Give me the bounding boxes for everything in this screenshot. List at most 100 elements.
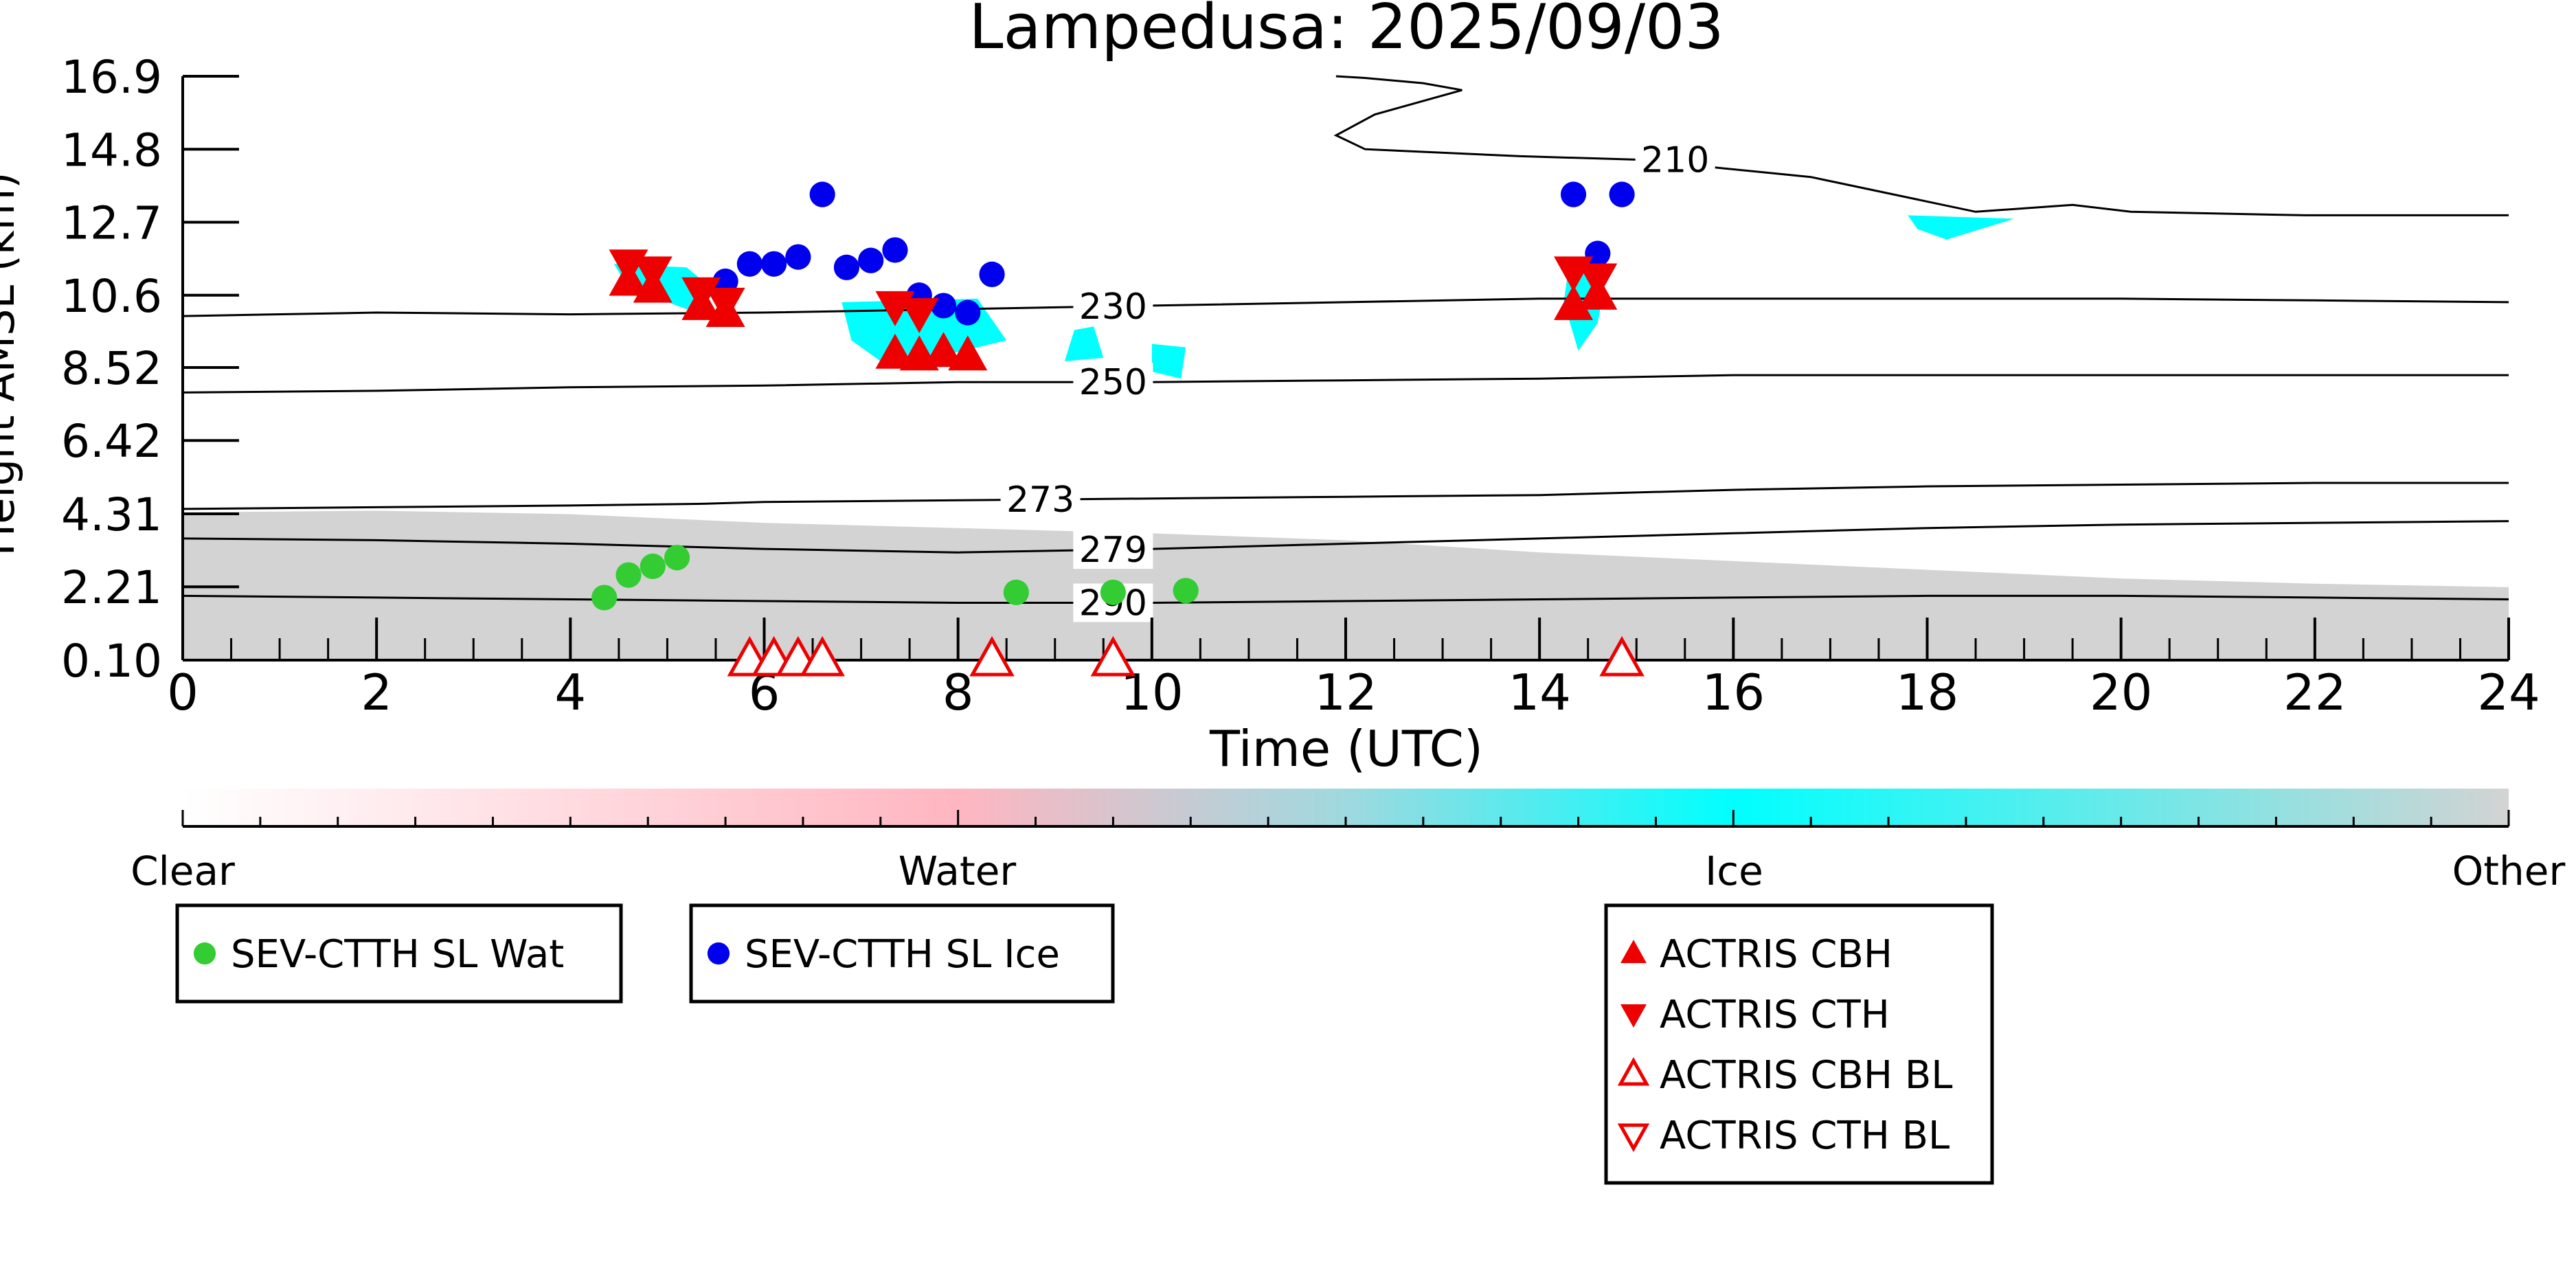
actris-cth-point — [633, 256, 673, 292]
legend-label: ACTRIS CBH — [1660, 932, 1893, 977]
y-tick-label: 2.21 — [61, 561, 162, 614]
y-tick-label: 10.6 — [61, 270, 162, 323]
actris-cth-point — [899, 298, 939, 334]
x-tick-label: 24 — [2477, 664, 2540, 721]
legend-marker — [707, 942, 730, 965]
ice-cloud-region — [1151, 343, 1186, 379]
colorbar-label-ice: Ice — [1705, 848, 1763, 894]
legend-box — [175, 903, 623, 1004]
actris-cbh-point — [1554, 284, 1594, 320]
data-markers — [591, 181, 1645, 677]
ice-cloud-region — [1908, 215, 2015, 240]
sev-ctth-sl-ice-point — [955, 300, 981, 326]
sev-ctth-sl-wat-point — [664, 545, 690, 571]
chart-title: Lampedusa: 2025/09/03 — [969, 0, 1724, 63]
actris-cbh-point — [875, 333, 915, 369]
contour-label-230: 230 — [1079, 286, 1147, 328]
x-tick-label: 4 — [554, 664, 586, 721]
legend-marker — [1617, 1057, 1650, 1086]
sev-ctth-sl-wat-point — [1100, 579, 1126, 605]
x-tick-label: 18 — [1896, 664, 1959, 721]
contour-label-bg — [1000, 480, 1081, 519]
contour-line-290 — [182, 594, 2509, 604]
x-tick-label: 14 — [1508, 664, 1571, 721]
colorbar-label-water: Water — [899, 848, 1017, 894]
legend-label: ACTRIS CBH BL — [1660, 1053, 1952, 1098]
y-tick-label: 4.31 — [61, 488, 162, 541]
sev-ctth-sl-ice-point — [1560, 181, 1587, 207]
ice-cloud-region — [1064, 326, 1104, 361]
sev-ctth-sl-ice-point — [882, 237, 908, 263]
contour-label-bg — [1073, 286, 1153, 326]
legend-label: SEV-CTTH SL Wat — [231, 932, 564, 977]
contour-label-273: 273 — [1006, 479, 1074, 521]
colorbar-label-clear: Clear — [131, 848, 235, 894]
sev-ctth-sl-wat-point — [1003, 579, 1029, 605]
contour-label-bg — [1635, 140, 1715, 179]
legend-marker — [1620, 940, 1647, 963]
sev-ctth-sl-wat-point — [1173, 578, 1199, 604]
legend-marker — [193, 942, 216, 965]
y-tick-label: 0.10 — [61, 635, 162, 688]
y-tick-label: 6.42 — [61, 415, 162, 468]
actris-cbh-bl-point — [1599, 635, 1645, 677]
sev-ctth-sl-wat-point — [615, 562, 642, 588]
x-tick-label: 16 — [1702, 664, 1765, 721]
x-tick-label: 20 — [2090, 664, 2153, 721]
sev-ctth-sl-wat-point — [640, 553, 666, 579]
x-tick-label: 22 — [2283, 664, 2347, 721]
actris-cbh-bl-point — [1090, 635, 1136, 677]
contour-line-210 — [1333, 75, 2509, 216]
sev-ctth-sl-ice-point — [1609, 181, 1635, 207]
legend-box — [1604, 903, 1994, 1185]
x-tick-label: 8 — [942, 664, 974, 721]
contour-label-bg — [1073, 363, 1153, 402]
contour-label-279: 279 — [1079, 530, 1147, 571]
cloud-class-regions — [183, 215, 2509, 660]
sev-ctth-sl-ice-point — [979, 261, 1005, 287]
actris-cth-point — [1578, 263, 1618, 299]
actris-cbh-bl-point — [800, 635, 845, 677]
y-tick-label: 14.8 — [61, 124, 162, 177]
x-axis-label: Time (UTC) — [1209, 720, 1483, 778]
actris-cbh-point — [948, 335, 988, 371]
legend-box — [689, 903, 1115, 1004]
y-tick-label: 8.52 — [61, 342, 162, 395]
contour-line-230 — [182, 297, 2509, 317]
contour-label-bg — [1073, 530, 1153, 569]
temperature-contours: 210230250273279290 — [182, 75, 2509, 624]
actris-cbh-bl-point — [969, 635, 1015, 677]
actris-cth-point — [681, 277, 721, 313]
sev-ctth-sl-ice-point — [1585, 240, 1611, 267]
ice-cloud-region — [613, 264, 716, 313]
x-tick-label: 12 — [1314, 664, 1377, 721]
y-tick-label: 16.9 — [61, 51, 162, 104]
legend-marker — [1617, 1123, 1650, 1153]
sev-ctth-sl-ice-point — [712, 268, 738, 295]
contour-line-250 — [182, 374, 2509, 394]
legend-label: ACTRIS CTH BL — [1660, 1114, 1950, 1158]
actris-cth-point — [705, 287, 745, 323]
legend-marker — [1620, 1004, 1647, 1028]
contour-line-279 — [182, 520, 2509, 554]
actris-cbh-point — [924, 332, 964, 368]
sev-ctth-sl-ice-point — [809, 181, 835, 207]
x-tick-label: 2 — [361, 664, 392, 721]
sev-ctth-sl-ice-point — [736, 251, 762, 277]
sev-ctth-sl-ice-point — [833, 254, 860, 280]
sev-ctth-sl-wat-point — [591, 585, 618, 611]
y-axis-label: Height AMSL (km) — [0, 172, 24, 556]
contour-label-210: 210 — [1641, 139, 1709, 181]
sev-ctth-sl-ice-point — [858, 247, 884, 273]
legend-label: ACTRIS CTH — [1660, 993, 1890, 1037]
y-tick-label: 12.7 — [61, 197, 162, 250]
sev-ctth-sl-ice-point — [785, 244, 811, 270]
legend-label: SEV-CTTH SL Ice — [745, 932, 1060, 977]
contour-line-273 — [182, 482, 2509, 510]
contour-label-250: 250 — [1079, 362, 1147, 403]
x-tick-label: 0 — [167, 664, 199, 721]
